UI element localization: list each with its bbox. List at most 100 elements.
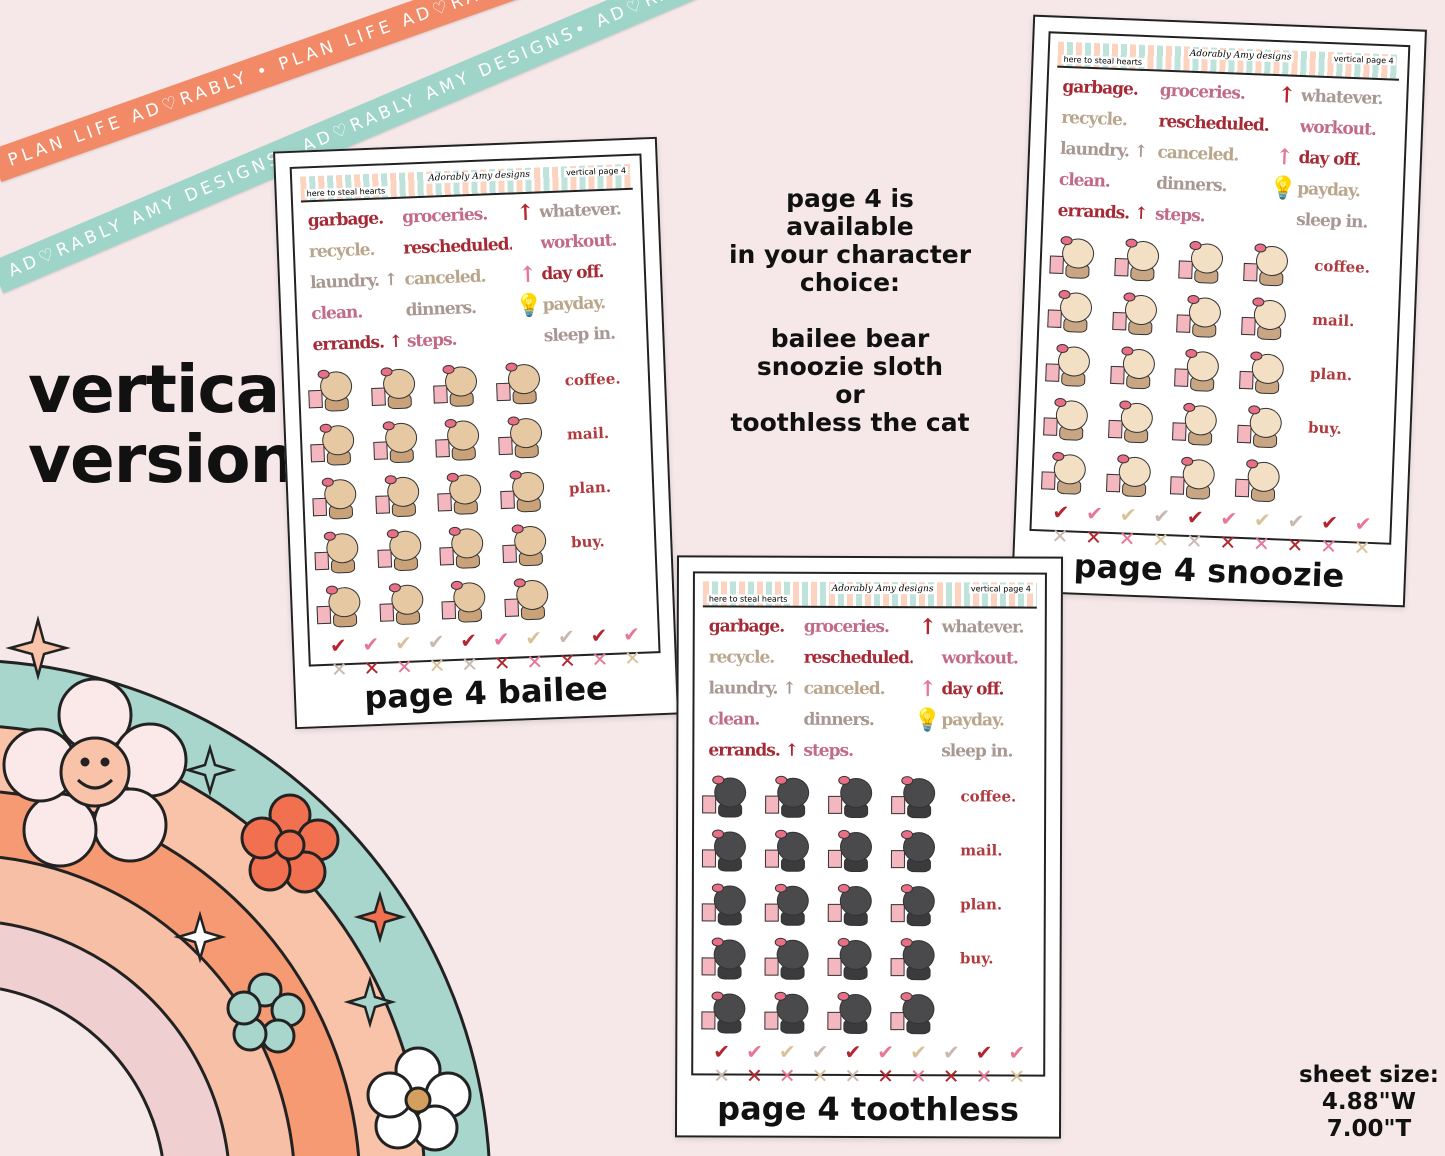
word-sticker: recycle.: [708, 647, 775, 668]
prop-icon: [891, 796, 906, 815]
prop-icon: [1238, 370, 1254, 390]
checkmark-icon: ✔: [590, 623, 608, 648]
word-sticker: ↑: [518, 261, 537, 289]
snoozie-character-sticker: [1172, 401, 1224, 447]
sparkle-icon: [5, 615, 71, 681]
bow-icon: [384, 475, 397, 485]
word-stickers: garbage.groceries.↑whatever.recycle.resc…: [1043, 67, 1407, 237]
prop-icon: [764, 1011, 779, 1030]
sheet-size-info: sheet size: 4.88"W 7.00"T: [1299, 1062, 1439, 1143]
prop-icon: [890, 1012, 905, 1031]
word-sticker: groceries.: [803, 616, 889, 638]
prop-icon: [764, 957, 779, 976]
bailee-character-sticker: [375, 472, 426, 518]
toothless-character-sticker: [827, 936, 878, 980]
bailee-character-sticker: [441, 578, 493, 624]
checkmark-icon: ✔: [1052, 499, 1070, 525]
word-sticker: garbage.: [708, 616, 785, 637]
prop-icon: [702, 795, 717, 814]
bow-icon: [712, 829, 725, 839]
checkmark-icon: ✔: [427, 629, 445, 654]
version-title: vertical version: [28, 355, 302, 495]
word-sticker: recycle.: [308, 239, 375, 263]
sticker-sheet: here to steal hearts Adorably Amy designs…: [1029, 31, 1411, 560]
snoozie-character-sticker: [1238, 349, 1291, 395]
word-sticker: day off.: [1298, 147, 1361, 171]
prop-icon: [701, 849, 716, 868]
prop-icon: [1049, 255, 1064, 274]
prop-icon: [764, 903, 779, 922]
bailee-character-sticker: [437, 470, 489, 516]
bailee-character-sticker: [502, 521, 554, 567]
brand-logo: Adorably Amy designs: [1187, 48, 1294, 63]
smiley-flower-icon: [2, 677, 188, 868]
snoozie-character-sticker: [1107, 398, 1160, 444]
sheet-header-right: vertical page 4: [1331, 54, 1396, 66]
bailee-character-sticker: [433, 362, 485, 408]
word-sticker: [913, 738, 942, 764]
snoozie-character-sticker: [1043, 396, 1095, 442]
prop-icon: [701, 1011, 716, 1030]
snoozie-character-sticker: [1113, 236, 1166, 282]
prop-icon: [1234, 478, 1250, 498]
sheet-header-right: vertical page 4: [968, 584, 1033, 594]
x-mark-icon: ✕: [877, 1064, 895, 1089]
checkmark-icon: ✔: [1008, 1040, 1026, 1065]
word-sticker: clean.: [1058, 169, 1111, 192]
word-sticker: sleep in.: [941, 741, 1013, 762]
prop-icon: [1240, 316, 1256, 336]
word-sticker: canceled.: [803, 678, 885, 700]
prop-icon: [765, 795, 780, 814]
word-sticker: groceries.: [1159, 80, 1246, 104]
character-stickers: coffee.mail.plan.buy.: [1033, 223, 1401, 507]
info-line: in your character: [728, 240, 972, 269]
toothless-character-sticker: [827, 882, 878, 926]
word-sticker: rescheduled.: [1158, 111, 1270, 136]
word-sticker: garbage.: [307, 208, 384, 232]
prop-icon: [1041, 471, 1056, 490]
snoozie-character-sticker: [1234, 457, 1287, 503]
snoozie-character-sticker: [1178, 239, 1230, 285]
checkmark-icon: ✔: [1253, 507, 1272, 533]
side-word-sticker: coffee.: [564, 369, 621, 390]
bailee-character-sticker: [316, 582, 368, 628]
bailee-character-sticker: [500, 467, 551, 513]
word-sticker: 💡: [514, 292, 543, 320]
bailee-character-sticker: [377, 526, 428, 572]
checkmark-icon: ✔: [492, 626, 511, 652]
bailee-character-sticker: [314, 528, 366, 574]
bailee-character-sticker: [312, 474, 364, 520]
prop-icon: [370, 387, 386, 406]
snoozie-character-sticker: [1243, 241, 1295, 287]
checkmark-icon: ✔: [1219, 506, 1238, 531]
toothless-character-sticker: [765, 774, 815, 818]
sheet-header-left: here to steal hearts: [1061, 54, 1145, 67]
toothless-character-sticker: [890, 882, 941, 927]
side-word-sticker: buy.: [570, 532, 605, 552]
availability-info: page 4 is available in your character ch…: [720, 185, 980, 437]
checkmark-icon: ✔: [1119, 502, 1137, 527]
bow-icon: [774, 937, 787, 947]
prop-icon: [891, 850, 906, 869]
bow-icon: [1247, 405, 1261, 415]
word-sticker: [511, 230, 540, 257]
bow-icon: [774, 991, 787, 1001]
bow-icon: [1249, 351, 1263, 361]
x-mark-icon: ✕: [811, 1063, 829, 1088]
word-sticker: recycle.: [1060, 107, 1128, 131]
word-sticker: laundry. ↑: [1059, 138, 1148, 163]
snoozie-character-sticker: [1170, 455, 1222, 501]
prop-icon: [377, 549, 392, 568]
word-sticker: workout.: [941, 648, 1018, 669]
character-stickers: coffee.mail.plan.buy.: [299, 345, 657, 628]
side-word-sticker: plan.: [960, 895, 1003, 914]
toothless-character-sticker: [891, 828, 941, 873]
sparkle-icon: [343, 975, 397, 1029]
checkmark-icon: ✔: [942, 1040, 960, 1065]
prop-icon: [379, 603, 394, 622]
word-sticker: [1270, 113, 1300, 140]
checkmark-icon: ✔: [844, 1039, 862, 1064]
x-mark-icon: ✕: [745, 1063, 763, 1088]
word-sticker: ↑: [1277, 82, 1296, 109]
bow-icon: [1120, 346, 1134, 356]
